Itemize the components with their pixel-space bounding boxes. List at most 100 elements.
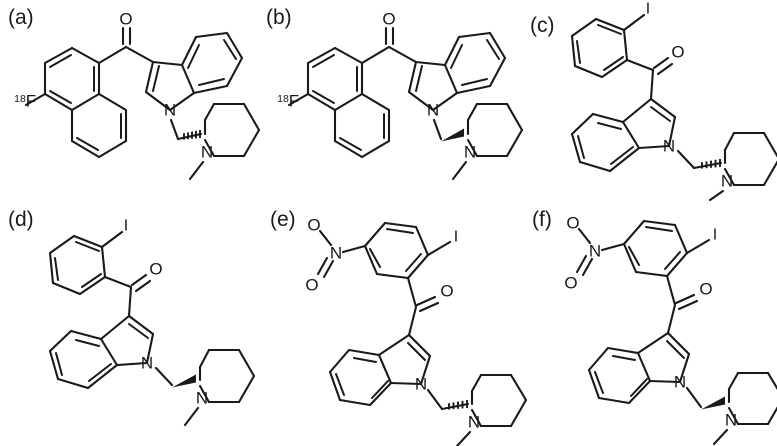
structure-drawing-e: I N O O O (305, 216, 528, 446)
iodine-label-e: I (454, 229, 458, 246)
panel-label-d: (d) (8, 208, 34, 231)
n-methyl-bond-c (708, 189, 725, 202)
c-f-bond-b (287, 92, 310, 107)
n-methyl-bond-e (455, 430, 472, 446)
nitro-oxygen-bottom-label-e: O (305, 276, 318, 295)
nitro-oxygen-top-label-f: O (566, 214, 579, 233)
panel-label-b: (b) (266, 6, 292, 29)
panel-label-e: (e) (270, 208, 296, 231)
indole-nitrogen-label-d: N (141, 354, 153, 373)
ch2-c2-bond-a (176, 132, 203, 141)
aryl-carbonyl-bond-c (625, 58, 655, 72)
carbonyl-group-b: O (382, 10, 396, 46)
iodine-label-f: I (713, 227, 717, 244)
indole-ring-f: N (587, 331, 691, 405)
n-methyl-bond-d (183, 406, 200, 427)
c-f-bond-a (24, 92, 47, 107)
aryl-carbonyl-bond-d (103, 275, 133, 289)
indole-nitrogen-label-a: N (164, 101, 176, 120)
piperidine-nitrogen-label-f: N (725, 411, 737, 430)
c-i-bond-d (100, 230, 124, 249)
structure-panel-f: (f) I N O O (520, 203, 777, 446)
piperidine-nitrogen-label-c: N (721, 172, 733, 191)
ch2-c2-bond-c (692, 161, 723, 170)
structure-panel-e: (e) I N O O (258, 203, 528, 446)
structure-drawing-f: I N O O O (564, 214, 777, 446)
carbonyl-oxygen-label-e: O (440, 282, 453, 301)
nitroiodophenyl-ring-e (363, 221, 430, 280)
carbonyl-group-c: O (652, 43, 685, 76)
naphthalene-ring-b (306, 46, 391, 159)
c-i-bond-c (622, 13, 646, 32)
n-ch2-bond-d (154, 366, 174, 387)
iodine-label-d: I (124, 218, 128, 235)
nitro-oxygen-top-label-e: O (307, 216, 320, 235)
indole-nitrogen-label-f: N (674, 373, 686, 392)
piperidine-ring-e: N (468, 373, 528, 432)
structure-drawing-d: I O (48, 218, 256, 427)
aryl-carbonyl-bond-a (97, 45, 128, 65)
structure-panel-a: (a) 18 F (0, 0, 261, 200)
indole-ring-c: N (570, 97, 677, 173)
hashed-stereo-bond-c (701, 159, 721, 169)
fluorine-label-a: F (26, 92, 36, 111)
nitro-nitrogen-label-e: N (330, 244, 342, 263)
c-i-bond-f (685, 238, 711, 255)
indole-ring-d: N (48, 314, 155, 390)
carbonyl-indole-bond-e (407, 305, 418, 337)
isotope-label-a: 18 (14, 93, 26, 105)
piperidine-nitrogen-label-e: N (468, 413, 480, 432)
carbonyl-indole-bond-d (127, 285, 133, 318)
n-ch2-bond-f (685, 386, 703, 409)
structure-drawing-a: 18 F O (14, 10, 261, 181)
indole-nitrogen-label-e: N (415, 375, 427, 394)
carbonyl-group-d: O (130, 260, 163, 293)
carbonyl-group-a: O (119, 10, 133, 46)
carbonyl-indole-bond-f (666, 303, 677, 335)
piperidine-nitrogen-label-d: N (196, 389, 208, 408)
bold-stereo-bond-d (172, 374, 196, 388)
indole-ring-a: N (144, 31, 244, 120)
n-methyl-bond-a (188, 160, 205, 181)
aryl-carbonyl-bond-e (406, 276, 418, 309)
carbonyl-oxygen-label-c: O (671, 43, 684, 62)
structure-drawing-c: I O (570, 1, 777, 202)
nitro-oxygen-bottom-label-f: O (564, 274, 577, 293)
structure-drawing-b: 18 F O (277, 10, 524, 181)
indole-ring-b: N (407, 31, 507, 120)
nitro-nitrogen-label-f: N (589, 242, 601, 261)
carbonyl-indole-bond-a (124, 45, 155, 64)
ch2-c2-bond-e (440, 402, 470, 411)
aryl-carbonyl-bond-b (360, 45, 391, 65)
indole-nitrogen-label-c: N (663, 137, 675, 156)
panel-label-c: (c) (530, 14, 555, 37)
isotope-label-b: 18 (277, 93, 289, 105)
hashed-stereo-bond-e (448, 400, 468, 410)
structure-panel-c: (c) I O (520, 0, 777, 202)
carbonyl-oxygen-label-b: O (382, 10, 395, 29)
piperidine-ring-d: N (196, 348, 256, 408)
aryl-carbonyl-bond-f (665, 274, 677, 307)
piperidine-nitrogen-label-a: N (201, 143, 213, 162)
indole-ring-e: N (328, 333, 432, 407)
piperidine-ring-b: N (464, 102, 524, 162)
nitroiodophenyl-ring-f (622, 219, 689, 278)
panel-label-a: (a) (8, 6, 34, 29)
hashed-stereo-bond-a (183, 130, 201, 140)
structure-panel-d: (d) I O (0, 203, 260, 446)
bold-stereo-bond-f (701, 396, 725, 410)
iodophenyl-ring-c (570, 17, 629, 79)
carbonyl-group-e: O (415, 282, 454, 313)
n-methyl-bond-b (451, 160, 468, 181)
naphthalene-ring-a (43, 46, 128, 159)
n-ch2-bond-c (676, 149, 696, 170)
piperidine-ring-c: N (721, 131, 777, 191)
n-ch2-bond-a (169, 118, 180, 141)
carbonyl-oxygen-label-d: O (149, 260, 162, 279)
bold-stereo-bond-b (441, 128, 464, 142)
panel-label-f: (f) (532, 208, 552, 231)
piperidine-ring-f: N (725, 371, 777, 430)
carbonyl-indole-bond-c (649, 68, 655, 101)
carbonyl-indole-bond-b (387, 45, 418, 64)
